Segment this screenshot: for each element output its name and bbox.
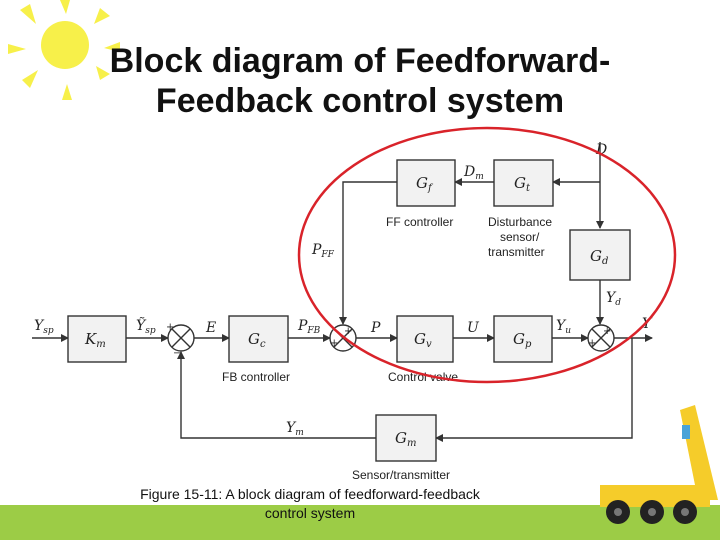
sign-plus-1: + bbox=[166, 322, 174, 333]
highlight-ellipse bbox=[297, 126, 677, 384]
block-gd bbox=[569, 229, 631, 281]
title-line-2: Feedback control system bbox=[155, 81, 565, 120]
arrow-pff bbox=[339, 181, 397, 325]
label-control-valve: Control valve bbox=[388, 370, 458, 384]
block-diagram: + − + + + + Km Gc Gv Gp Gf Gt Gd Gm Ysp … bbox=[32, 126, 677, 482]
signal-p: P bbox=[370, 320, 381, 336]
block-gp bbox=[493, 315, 553, 363]
block-gm bbox=[375, 414, 437, 462]
signal-yd: Yd bbox=[606, 290, 621, 308]
label-gp: Gp bbox=[513, 330, 532, 350]
signal-dm: Dm bbox=[463, 164, 484, 182]
signal-u: U bbox=[467, 320, 480, 336]
slide-title: Block diagram of Feedforward- Feedback c… bbox=[60, 41, 660, 121]
sign-plus-4: + bbox=[588, 338, 596, 349]
label-disturbance-2: sensor/ bbox=[500, 230, 540, 244]
sign-plus-3: + bbox=[344, 326, 352, 337]
label-disturbance-1: Disturbance bbox=[488, 215, 552, 229]
figure-caption: Figure 15-11: A block diagram of feedfor… bbox=[90, 485, 530, 523]
signal-ysp-tilde: Ỹsp bbox=[136, 316, 156, 336]
sign-plus-5: + bbox=[603, 326, 611, 337]
signal-pfb: PFB bbox=[297, 318, 321, 336]
label-fb-controller: FB controller bbox=[222, 370, 290, 384]
sun-decoration bbox=[8, 0, 120, 100]
label-gc: Gc bbox=[248, 330, 266, 350]
label-gt: Gt bbox=[514, 174, 531, 194]
caption-line-1: Figure 15-11: A block diagram of feedfor… bbox=[140, 486, 480, 502]
block-gc bbox=[228, 315, 289, 363]
signal-e: E bbox=[205, 320, 216, 336]
label-gd: Gd bbox=[590, 247, 608, 267]
caption-line-2: control system bbox=[264, 505, 356, 521]
label-km: Km bbox=[84, 330, 106, 350]
block-gt bbox=[493, 159, 554, 207]
block-gf bbox=[396, 159, 456, 207]
signal-ysp: Ysp bbox=[34, 318, 54, 336]
truck-decoration bbox=[600, 405, 718, 524]
label-disturbance-3: transmitter bbox=[488, 245, 545, 259]
title-line-1: Block diagram of Feedforward- bbox=[109, 41, 611, 80]
block-gv bbox=[396, 315, 454, 363]
summing-junction-1 bbox=[167, 324, 195, 352]
sign-plus-2: + bbox=[330, 338, 338, 349]
arrow-feedback-to-gm bbox=[435, 338, 633, 442]
label-gm: Gm bbox=[395, 429, 416, 449]
block-km bbox=[67, 315, 127, 363]
label-gv: Gv bbox=[414, 330, 432, 350]
signal-y: Y bbox=[642, 316, 653, 332]
signal-ym: Ym bbox=[286, 420, 304, 438]
arrow-ym bbox=[177, 351, 376, 439]
label-ff-controller: FF controller bbox=[386, 215, 453, 229]
signal-pff: PFF bbox=[311, 242, 335, 260]
label-gf: Gf bbox=[416, 174, 434, 194]
signal-d: D bbox=[595, 142, 607, 158]
grass-strip bbox=[0, 505, 720, 540]
label-sensor-transmitter: Sensor/transmitter bbox=[352, 468, 450, 482]
summing-junction-3 bbox=[587, 324, 615, 352]
sign-minus-1: − bbox=[173, 348, 181, 359]
signal-yu: Yu bbox=[556, 318, 571, 336]
